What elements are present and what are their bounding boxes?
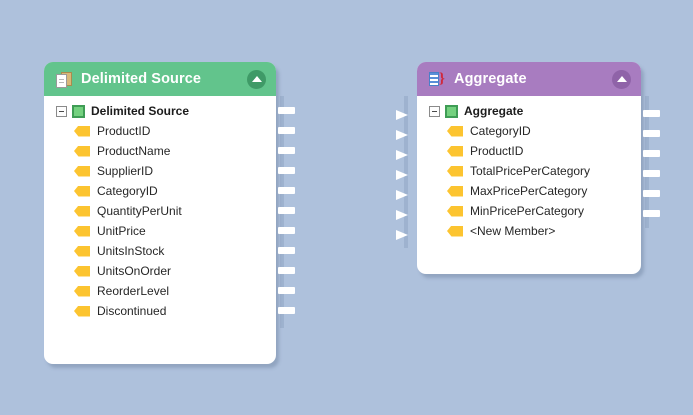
output-connector-stub[interactable] [643, 130, 660, 137]
tree-field[interactable]: UnitsInStock [44, 241, 276, 261]
field-tag-icon [74, 185, 90, 197]
aggregate-output-rail [645, 96, 649, 228]
field-tag-icon [447, 125, 463, 137]
tree-field[interactable]: MaxPricePerCategory [417, 181, 641, 201]
input-connector-arrow[interactable] [396, 170, 408, 180]
caret-up-icon [616, 76, 627, 82]
field-label: ProductID [470, 144, 524, 158]
input-connector-arrow[interactable] [396, 130, 408, 140]
field-label: UnitPrice [97, 224, 146, 238]
output-connector-stub[interactable] [643, 170, 660, 177]
field-tag-icon [74, 265, 90, 277]
output-connector-stub[interactable] [278, 187, 295, 194]
field-tag-icon [447, 205, 463, 217]
node-header-delimited-source[interactable]: Delimited Source [44, 62, 276, 96]
node-header-aggregate[interactable]: } Aggregate [417, 62, 641, 96]
green-square-icon [445, 104, 458, 118]
field-label: SupplierID [97, 164, 154, 178]
field-label: ReorderLevel [97, 284, 170, 298]
node-aggregate[interactable]: } Aggregate Aggregate CategoryID Product… [417, 62, 641, 274]
minus-box-icon[interactable] [56, 105, 67, 117]
input-connector-arrow[interactable] [396, 150, 408, 160]
output-connector-stub[interactable] [643, 110, 660, 117]
tree-field-new-member[interactable]: <New Member> [417, 221, 641, 241]
tree-root-aggregate[interactable]: Aggregate [417, 101, 641, 121]
collapse-button-aggregate[interactable] [612, 69, 631, 89]
field-label: CategoryID [470, 124, 531, 138]
field-tag-icon [74, 245, 90, 257]
field-label: MaxPricePerCategory [470, 184, 588, 198]
field-tag-icon [74, 285, 90, 297]
document-folder-icon [54, 69, 74, 89]
output-connector-stub[interactable] [278, 127, 295, 134]
tree-field[interactable]: TotalPricePerCategory [417, 161, 641, 181]
node-body-delimited-source: Delimited Source ProductID ProductName S… [44, 96, 276, 321]
tree-field[interactable]: UnitsOnOrder [44, 261, 276, 281]
output-connector-stub[interactable] [278, 267, 295, 274]
output-connector-stub[interactable] [643, 190, 660, 197]
tree-field[interactable]: UnitPrice [44, 221, 276, 241]
minus-box-icon[interactable] [429, 105, 440, 117]
field-tag-icon [74, 205, 90, 217]
field-tag-icon [447, 165, 463, 177]
output-connector-stub[interactable] [278, 207, 295, 214]
tree-root-label: Aggregate [464, 104, 524, 118]
tree-field[interactable]: QuantityPerUnit [44, 201, 276, 221]
tree-root-label: Delimited Source [91, 104, 190, 118]
field-tag-icon [74, 305, 90, 317]
tree-field[interactable]: ProductID [44, 121, 276, 141]
output-connector-stub[interactable] [278, 287, 295, 294]
caret-up-icon [251, 76, 262, 82]
tree-root-delimited-source[interactable]: Delimited Source [44, 101, 276, 121]
field-tag-icon [74, 145, 90, 157]
input-connector-arrow[interactable] [396, 110, 408, 120]
field-tag-icon [447, 185, 463, 197]
tree-field[interactable]: CategoryID [44, 181, 276, 201]
tree-field[interactable]: CategoryID [417, 121, 641, 141]
output-connector-stub[interactable] [643, 210, 660, 217]
field-tag-icon [74, 225, 90, 237]
tree-field[interactable]: Discontinued [44, 301, 276, 321]
collapse-button-delimited-source[interactable] [247, 69, 266, 89]
field-label: CategoryID [97, 184, 158, 198]
field-label: TotalPricePerCategory [470, 164, 591, 178]
output-connector-stub[interactable] [278, 247, 295, 254]
aggregate-lines-brace-icon: } [427, 69, 447, 89]
input-connector-arrow[interactable] [396, 210, 408, 220]
tree-field[interactable]: ProductID [417, 141, 641, 161]
input-connector-arrow[interactable] [396, 190, 408, 200]
field-label: ProductName [97, 144, 171, 158]
field-label: <New Member> [470, 224, 556, 238]
field-label: UnitsInStock [97, 244, 165, 258]
field-label: ProductID [97, 124, 151, 138]
field-label: QuantityPerUnit [97, 204, 182, 218]
field-label: UnitsOnOrder [97, 264, 172, 278]
output-connector-stub[interactable] [278, 147, 295, 154]
tree-field[interactable]: SupplierID [44, 161, 276, 181]
input-connector-arrow[interactable] [396, 230, 408, 240]
green-square-icon [72, 104, 85, 118]
output-connector-stub[interactable] [643, 150, 660, 157]
node-title-aggregate: Aggregate [454, 71, 527, 87]
node-body-aggregate: Aggregate CategoryID ProductID TotalPric… [417, 96, 641, 241]
node-title-delimited-source: Delimited Source [81, 71, 202, 87]
tree-field[interactable]: ProductName [44, 141, 276, 161]
output-connector-stub[interactable] [278, 107, 295, 114]
tree-field[interactable]: MinPricePerCategory [417, 201, 641, 221]
output-connector-stub[interactable] [278, 167, 295, 174]
field-label: MinPricePerCategory [470, 204, 585, 218]
node-delimited-source[interactable]: Delimited Source Delimited Source Produc… [44, 62, 276, 364]
field-label: Discontinued [97, 304, 167, 318]
output-connector-stub[interactable] [278, 307, 295, 314]
tree-field[interactable]: ReorderLevel [44, 281, 276, 301]
field-tag-icon [447, 145, 463, 157]
field-tag-icon [74, 165, 90, 177]
output-connector-stub[interactable] [278, 227, 295, 234]
field-tag-icon [447, 225, 463, 237]
field-tag-icon [74, 125, 90, 137]
